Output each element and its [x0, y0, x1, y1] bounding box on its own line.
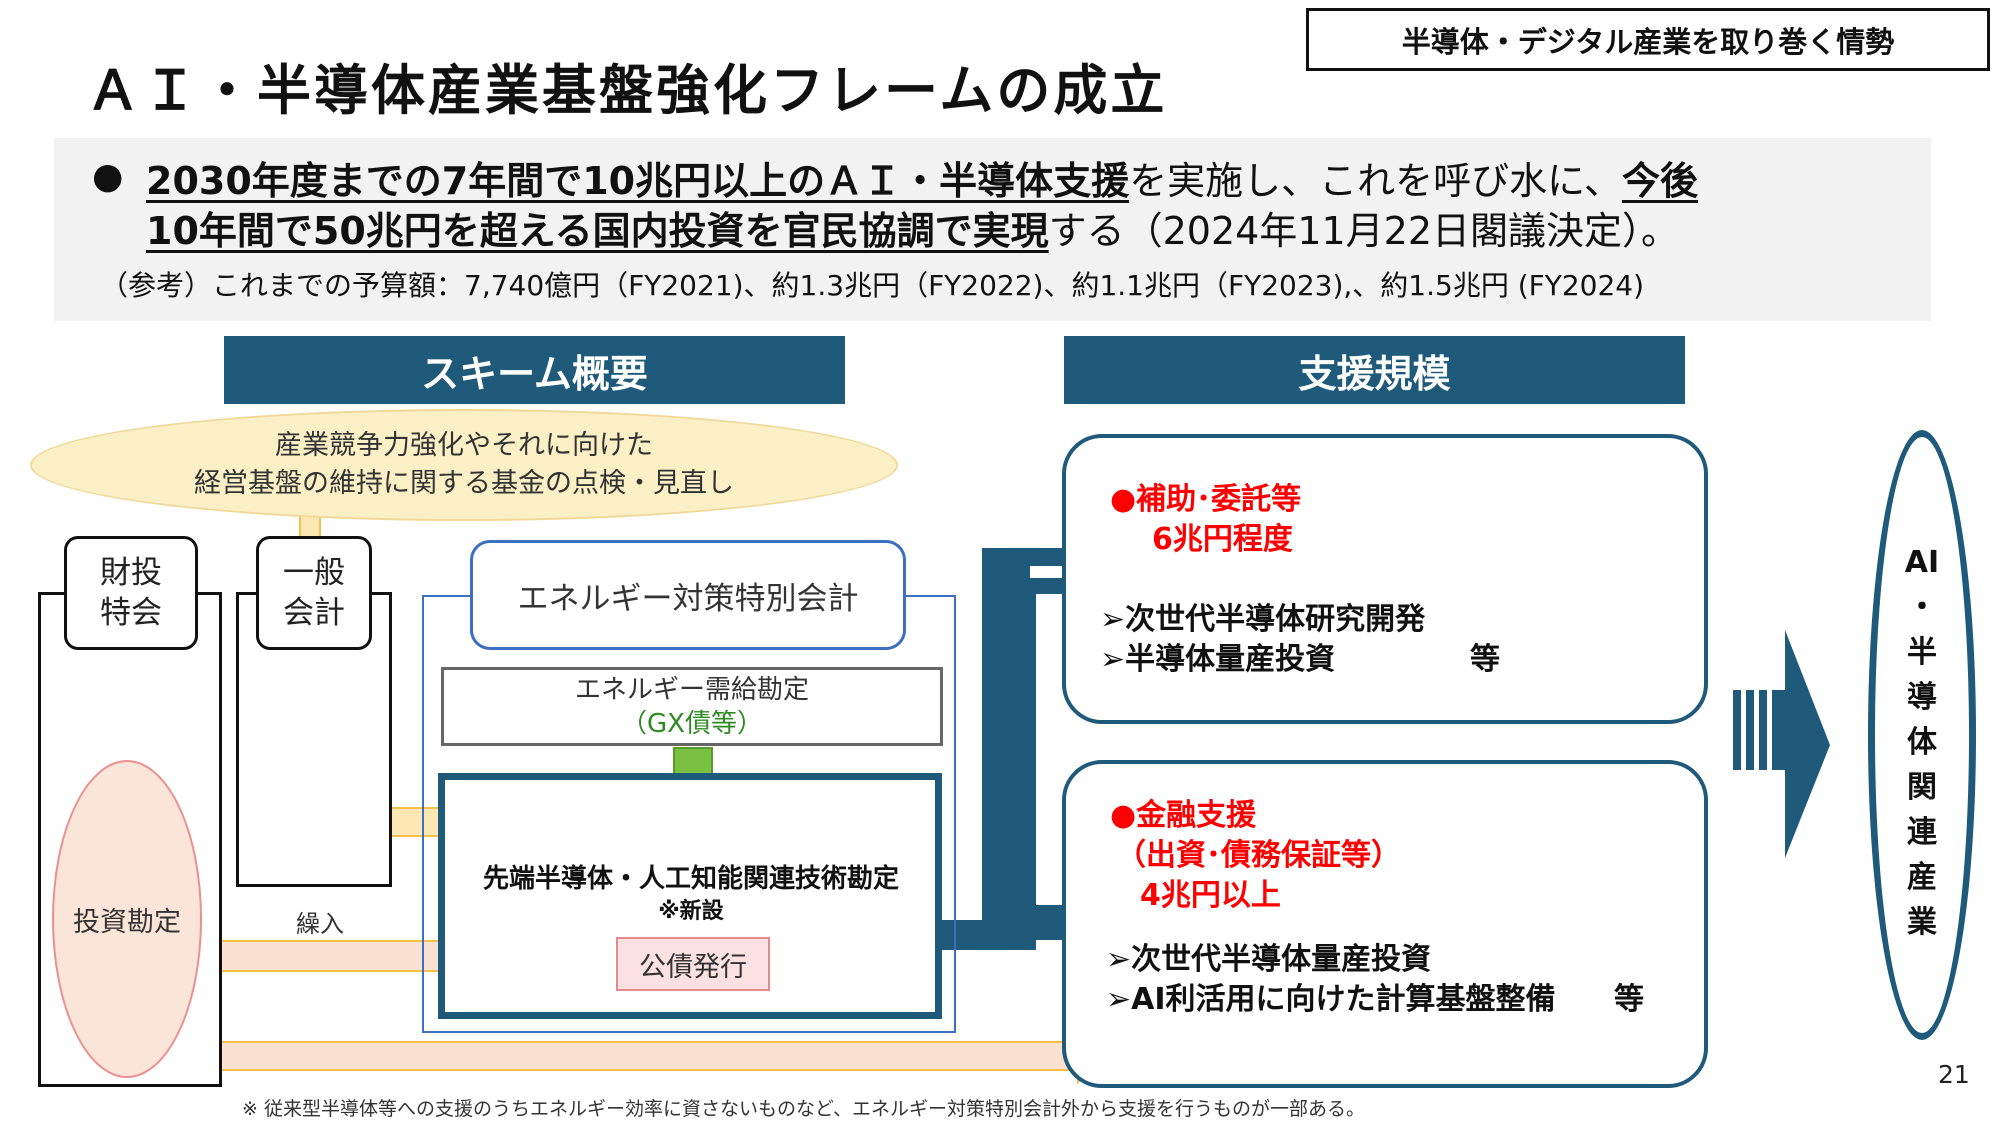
summary-bullet: ● — [92, 156, 124, 197]
general-account-label: 一般 会計 — [256, 536, 372, 650]
result-char: 業 — [1907, 905, 1937, 940]
supply-demand-account: エネルギー需給勘定 （GX債等） — [441, 667, 943, 746]
energy-account-label: エネルギー対策特別会計 — [470, 540, 906, 650]
summary-highlight-support: 2030年度までの7年間で10兆円以上のＡＩ・半導体支援 — [146, 159, 1130, 203]
new-account-note: ※新設 — [658, 899, 724, 924]
subsidy-amount: 6兆円程度 — [1152, 522, 1293, 557]
subsidy-etc: 等 — [1470, 642, 1500, 677]
fiscal-line1: 財投 — [100, 555, 162, 591]
budget-note: （参考）これまでの予算額：7,740億円（FY2021)、約1.3兆円（FY20… — [100, 269, 1645, 302]
page-title: ＡＩ・半導体産業基盤強化フレームの成立 — [86, 59, 1168, 122]
finance-item-production: ➢次世代半導体量産投資 — [1106, 942, 1432, 977]
general-line1: 一般 — [283, 555, 345, 591]
scale-header: 支援規模 — [1064, 336, 1685, 404]
summary-line2: 10年間で50兆円を超える国内投資を官民協調で実現する（2024年11月22日閣… — [146, 200, 1679, 255]
result-char: 連 — [1907, 815, 1937, 850]
result-label: AI ・ 半 導 体 関 連 産 業 — [1868, 540, 1976, 945]
summary-text-1: を実施し、これを呼び水に、 — [1129, 159, 1622, 203]
fiscal-line2: 特会 — [100, 595, 162, 631]
result-char: ・ — [1907, 590, 1937, 625]
summary-line1: 2030年度までの7年間で10兆円以上のＡＩ・半導体支援を実施し、これを呼び水に… — [146, 150, 1698, 205]
bond-issue-box: 公債発行 — [616, 937, 770, 991]
result-ellipse — [1868, 430, 1976, 1040]
finance-amount: 4兆円以上 — [1140, 878, 1281, 913]
subsidy-item-production: ➢半導体量産投資 — [1100, 642, 1336, 677]
result-char: 導 — [1907, 680, 1937, 715]
summary-highlight-investment: 10年間で50兆円を超える国内投資を官民協調で実現 — [146, 209, 1049, 253]
investment-to-finance-arrow — [179, 1027, 1104, 1085]
page-number: 21 — [1938, 1060, 1970, 1089]
finance-item-compute: ➢AI利活用に向けた計算基盤整備 — [1106, 982, 1556, 1017]
finance-subheading: （出資･債務保証等） — [1116, 838, 1401, 873]
investment-account-ellipse: 投資勘定 — [52, 760, 202, 1078]
fiscal-account-label: 財投 特会 — [64, 536, 198, 650]
fund-review-line1: 産業競争力強化やそれに向けた — [275, 430, 653, 461]
general-line2: 会計 — [283, 595, 345, 631]
subsidy-item-research: ➢次世代半導体研究開発 — [1100, 602, 1426, 637]
scheme-header: スキーム概要 — [224, 336, 845, 404]
result-char: 体 — [1907, 725, 1937, 760]
result-char: 関 — [1907, 770, 1937, 805]
summary-text-2: する（2024年11月22日閣議決定）。 — [1048, 209, 1680, 253]
footnote: ※ 従来型半導体等への支援のうちエネルギー効率に資さないものなど、エネルギー対策… — [242, 1098, 1366, 1120]
finance-etc: 等 — [1614, 982, 1644, 1017]
finance-support-box — [1062, 760, 1708, 1088]
subsidy-heading: ●補助･委託等 — [1110, 482, 1302, 517]
category-label: 半導体・デジタル産業を取り巻く情勢 — [1306, 8, 1990, 71]
gx-bond-label: （GX債等） — [621, 708, 763, 739]
result-char: AI — [1904, 545, 1940, 580]
summary-panel — [54, 138, 1931, 321]
summary-highlight-future: 今後 — [1621, 159, 1698, 203]
advanced-tech-account-label: 先端半導体・人工知能関連技術勘定 — [482, 864, 899, 894]
result-char: 半 — [1907, 635, 1937, 670]
result-char: 産 — [1907, 860, 1937, 895]
supply-demand-label: エネルギー需給勘定 — [574, 674, 809, 705]
fund-review-line2: 経営基盤の維持に関する基金の点検・見直し — [194, 468, 734, 499]
investment-account-label: 投資勘定 — [73, 906, 181, 938]
result-arrow — [1785, 630, 1830, 858]
subsidy-support-box — [1062, 434, 1708, 724]
fund-review-ellipse: 産業競争力強化やそれに向けた 経営基盤の維持に関する基金の点検・見直し — [30, 409, 898, 521]
transfer-label: 繰入 — [296, 910, 344, 938]
finance-heading: ●金融支援 — [1110, 798, 1257, 833]
